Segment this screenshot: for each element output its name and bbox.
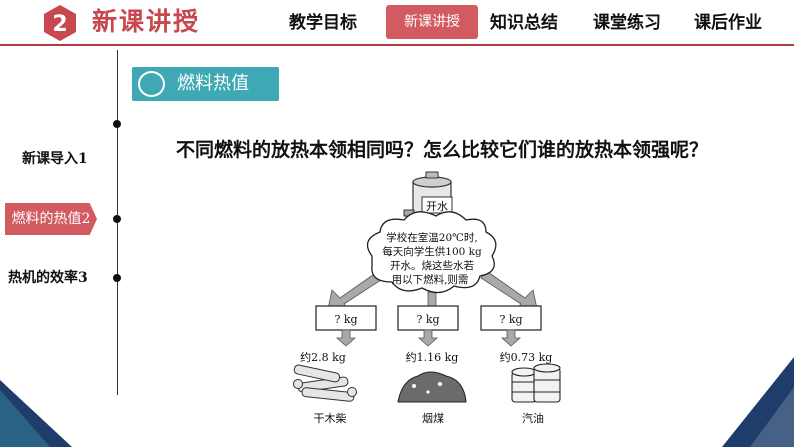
nav-tab-exercises[interactable]: 课堂练习 xyxy=(593,13,661,33)
water-tank-icon xyxy=(403,171,453,229)
cloud-line: 开水。烧这些水若 xyxy=(390,259,474,272)
nav-tab-objectives[interactable]: 教学目标 xyxy=(289,13,357,33)
corner-decoration xyxy=(722,357,794,447)
mass-box-label: ? kg xyxy=(334,313,357,326)
fuel-name: 烟煤 xyxy=(422,411,444,425)
fuel-comparison-diagram: 开水 学校在室温20℃时, 每天向学生供100 kg 开水。烧这些水若 用以下燃… xyxy=(293,171,561,425)
nav-tab-homework[interactable]: 课后作业 xyxy=(694,13,762,33)
mass-box-label: ? kg xyxy=(416,313,439,326)
cloud-line: 用以下燃料,则需 xyxy=(392,273,469,286)
badge-number: 2 xyxy=(52,12,67,37)
firewood-icon xyxy=(293,364,357,402)
cloud-bubble xyxy=(366,211,497,294)
fuel-amount: 约1.16 kg xyxy=(406,351,459,364)
mass-box xyxy=(480,305,542,331)
fuel-name: 干木柴 xyxy=(314,411,347,425)
question-text: 不同燃料的放热本领相同吗？怎么比较它们谁的放热本领强呢？ xyxy=(176,139,709,161)
sidebar-item-fuel-heat-value-active[interactable]: 燃料的热值2 xyxy=(5,203,97,235)
mass-box-label: ? kg xyxy=(499,313,522,326)
corner-decoration xyxy=(0,380,72,447)
timeline-dot xyxy=(113,274,121,282)
arrow-icon xyxy=(335,329,522,347)
cloud-line: 学校在室温20℃时, xyxy=(386,231,477,244)
header-divider xyxy=(0,44,794,46)
fuel-name: 汽油 xyxy=(522,411,544,425)
nav-tab-new-lesson-active[interactable]: 新课讲授 xyxy=(386,5,478,39)
mass-box xyxy=(315,305,377,331)
fuel-amount: 约0.73 kg xyxy=(500,351,553,364)
timeline-dot xyxy=(113,120,121,128)
circle-icon xyxy=(138,71,165,97)
cloud-line: 每天向学生供100 kg xyxy=(382,245,482,258)
sidebar-item-intro[interactable]: 新课导入1 xyxy=(22,151,88,167)
page-title: 新课讲授 xyxy=(92,7,201,36)
coal-icon xyxy=(397,371,467,403)
mass-box xyxy=(397,305,459,331)
section-number-badge: 2 xyxy=(44,5,76,41)
timeline-dot xyxy=(113,215,121,223)
sidebar-item-engine-efficiency[interactable]: 热机的效率3 xyxy=(8,270,88,286)
fuel-amount: 约2.8 kg xyxy=(300,351,346,364)
section-label: 燃料热值 xyxy=(177,73,249,94)
gasoline-barrel-icon xyxy=(511,363,561,403)
tank-label: 开水 xyxy=(426,200,448,213)
nav-tab-summary[interactable]: 知识总结 xyxy=(490,13,558,33)
